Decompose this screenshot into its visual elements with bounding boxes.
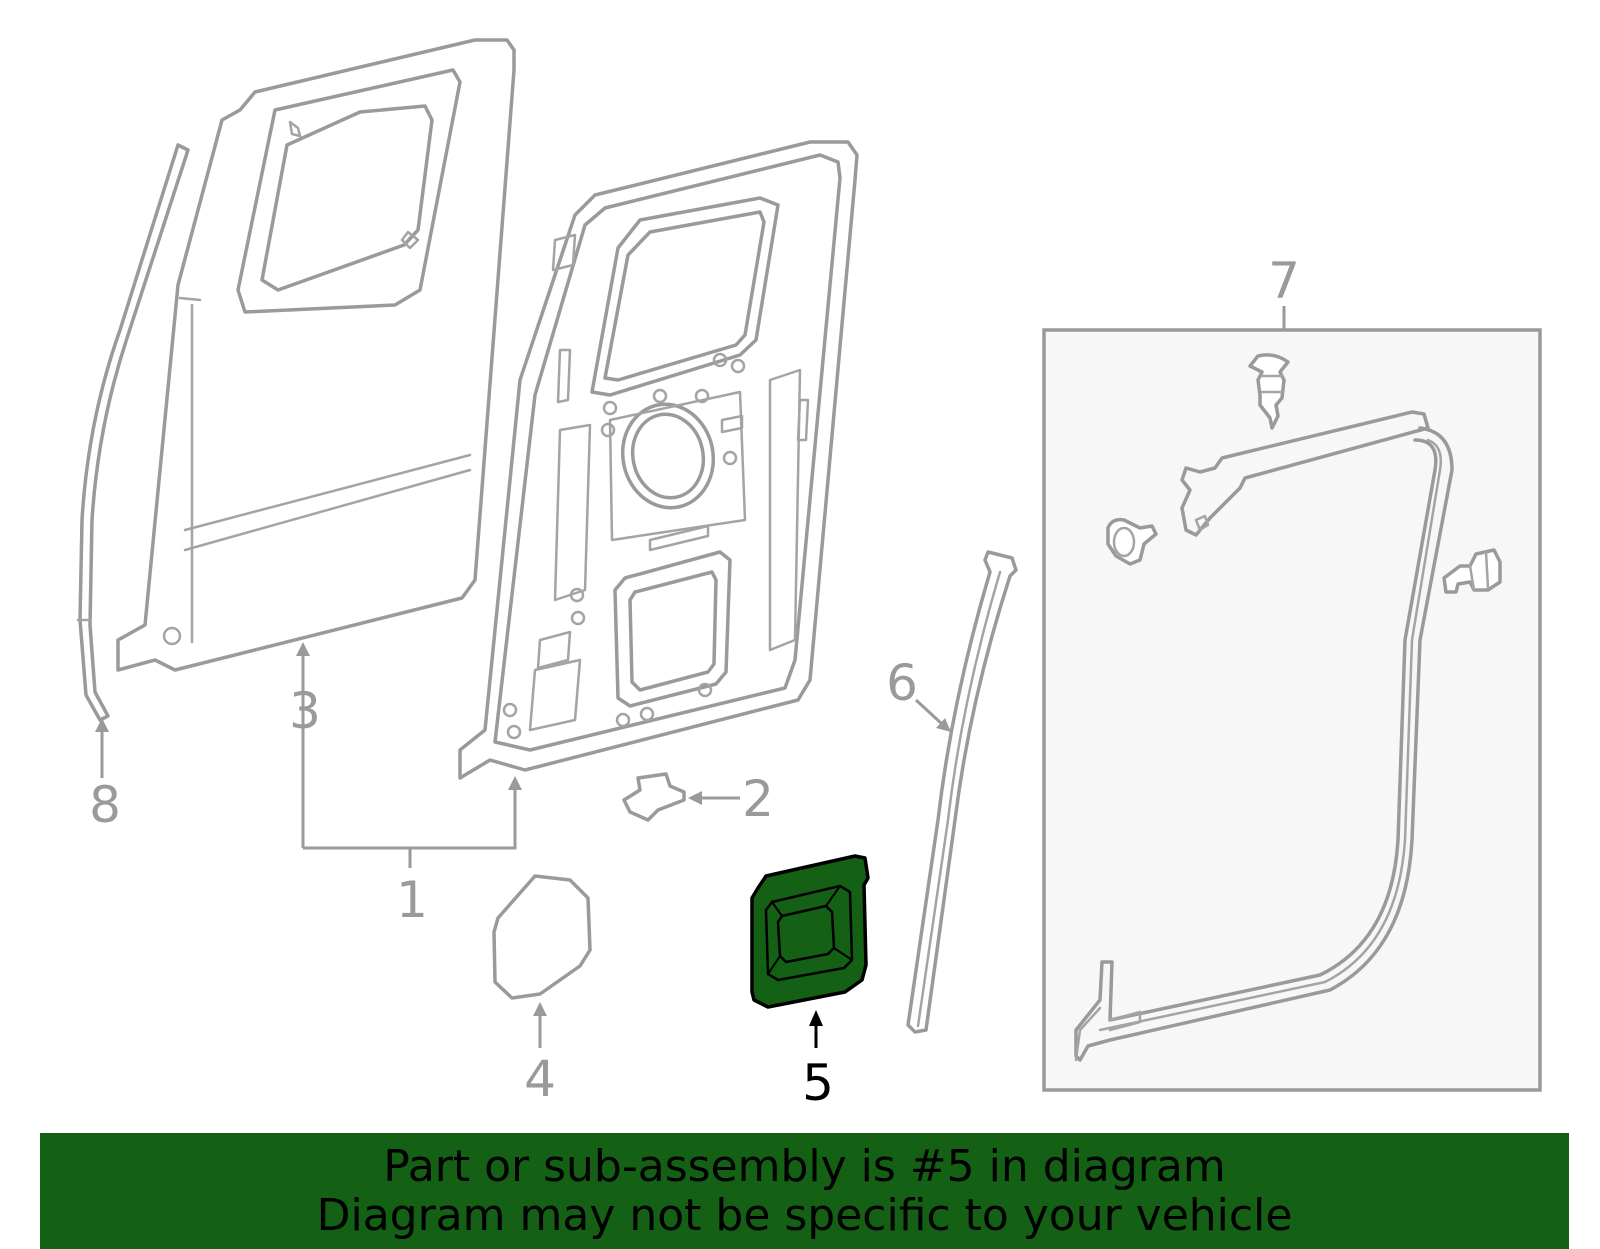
callout-labels: 1 2 3 4 5 6 7 8 [89, 252, 1300, 1112]
part-3-door-skin [116, 38, 516, 672]
callout-5: 5 [802, 1054, 834, 1112]
callout-3: 3 [289, 682, 321, 740]
banner-line-1: Part or sub-assembly is #5 in diagram [383, 1141, 1226, 1192]
leader-lines [95, 306, 1286, 1048]
callout-7: 7 [1268, 252, 1300, 310]
banner-line-2: Diagram may not be specific to your vehi… [316, 1190, 1293, 1241]
part-8-run-channel [76, 143, 190, 722]
callout-4: 4 [524, 1050, 556, 1108]
info-banner: Part or sub-assembly is #5 in diagram Di… [40, 1133, 1569, 1249]
part-4-hole-cover [492, 874, 592, 1000]
callout-6: 6 [886, 654, 918, 712]
part-1-door-shell [458, 140, 859, 780]
part-2-clip [622, 772, 686, 822]
callout-1: 1 [396, 871, 428, 929]
part-6-weatherstrip [906, 550, 1018, 1034]
callout-8: 8 [89, 776, 121, 834]
part-7-seal-kit [1042, 328, 1542, 1092]
part-5-access-cover [750, 854, 870, 1009]
callout-2: 2 [742, 770, 774, 828]
